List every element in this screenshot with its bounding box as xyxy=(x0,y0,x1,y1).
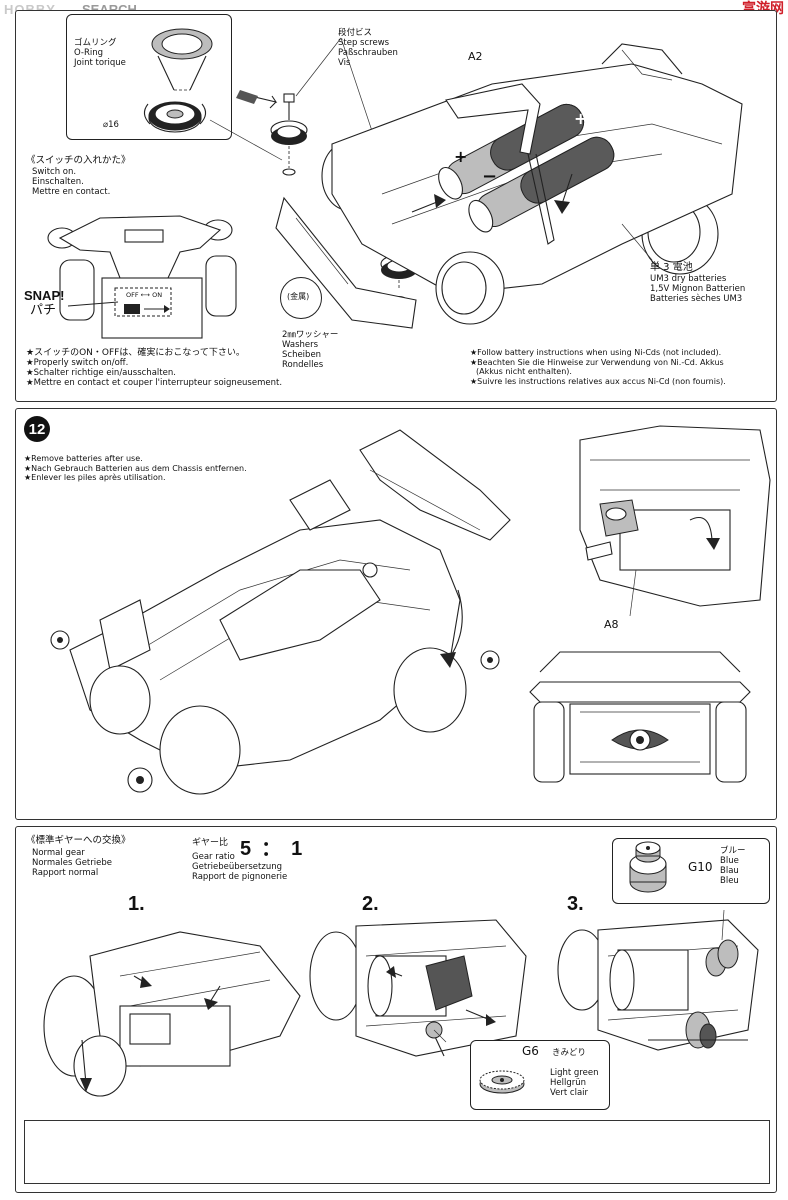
switch-note-fr: ★Mettre en contact et couper l'interrupt… xyxy=(26,378,283,388)
switch-note: ★スイッチのON・OFFは、確実におこなって下さい。 ★Properly swi… xyxy=(26,348,282,388)
battery-plus-2: + xyxy=(574,109,587,128)
battery-labels: 単 3 電池 UM3 dry batteries 1,5V Mignon Bat… xyxy=(650,262,745,304)
switch-note-ja: ★スイッチのON・OFFは、確実におこなって下さい。 xyxy=(26,348,245,358)
washers-de: Scheiben xyxy=(282,350,322,360)
step-screws-en: Step screws xyxy=(338,38,390,48)
gear-change-title-de: Normales Getriebe xyxy=(32,858,112,868)
switch-section: 《スイッチの入れかた》 Switch on. Einschalten. Mett… xyxy=(26,154,131,197)
gear-g10-code: G10 xyxy=(688,860,713,874)
switch-note-en: ★Properly switch on/off. xyxy=(26,358,129,368)
step-screws-labels: 段付ビス Step screws Paßschrauben Vis xyxy=(338,28,398,68)
gear-change-title-fr: Rapport normal xyxy=(32,868,99,878)
washers-fr: Rondelles xyxy=(282,360,324,370)
gear-step-3-illustration xyxy=(557,909,759,1051)
gear-g6-color-ja: きみどり xyxy=(552,1048,587,1058)
nicd-note-de2: (Akkus nicht enthalten). xyxy=(476,367,572,376)
switch-section-title: 《スイッチの入れかた》 xyxy=(26,155,131,166)
metal-washer-label: (金属) xyxy=(287,292,310,301)
a8-rear-detail-illustration xyxy=(579,425,771,617)
battery-1 xyxy=(438,103,585,200)
substep-2: 2. xyxy=(362,893,379,915)
gear-g6-colors: Light green Hellgrün Vert clair xyxy=(550,1068,598,1098)
nicd-note-en: ★Follow battery instructions when using … xyxy=(470,348,722,357)
nicd-note-fr: ★Suivre les instructions relatives aux a… xyxy=(470,376,726,386)
gear-g10-color-fr: Bleu xyxy=(720,876,739,886)
gear-g6-callout xyxy=(470,1040,610,1110)
car-body-removal-illustration xyxy=(50,429,511,795)
gear-g6-color-fr: Vert clair xyxy=(550,1088,589,1098)
snap-label: SNAP! xyxy=(24,288,65,303)
oring-illustration xyxy=(143,28,213,133)
gear-ratio-en: Gear ratio xyxy=(192,852,235,862)
step-number-badge: 12 xyxy=(24,416,50,442)
switch-note-de: ★Schalter richtige ein/ausschalten. xyxy=(26,368,176,378)
gear-g6-color-en: Light green xyxy=(550,1068,599,1078)
substep-1: 1. xyxy=(128,893,145,915)
step-screws-ja: 段付ビス xyxy=(338,28,373,38)
metal-washer-circle xyxy=(280,277,322,319)
washers-ja: 2㎜ワッシャー xyxy=(282,330,339,340)
substep-3: 3. xyxy=(567,893,584,915)
gear-ratio-label-ja: ギヤー比 xyxy=(192,838,229,848)
part-a2-label: A2 xyxy=(468,50,483,63)
gear-g6-icon xyxy=(479,1070,525,1094)
gear-cluster-bottom xyxy=(685,1011,717,1049)
gear-g10-color-en: Blue xyxy=(720,856,739,866)
battery-label-fr: Batteries sèches UM3 xyxy=(650,294,743,304)
remove-batteries-fr: ★Enlever les piles après utilisation. xyxy=(24,473,166,482)
oring-diameter: ⌀16 xyxy=(103,120,119,130)
step-screws-fr: Vis xyxy=(338,58,351,68)
step-screws-de: Paßschrauben xyxy=(338,48,398,58)
gear-ratio-de: Getriebeübersetzung xyxy=(192,862,282,872)
oring-label-en: O-Ring xyxy=(74,48,104,58)
gear-cluster-top xyxy=(705,939,739,977)
remove-batteries-notes: ★Remove batteries after use. ★Nach Gebra… xyxy=(24,454,247,483)
switch-underside-illustration xyxy=(47,215,237,339)
oring-label-fr: Joint torique xyxy=(74,58,126,68)
gear-g6-code: G6 xyxy=(522,1044,539,1058)
battery-plus-1: + xyxy=(454,147,467,166)
oring-label-ja: ゴムリング xyxy=(74,38,117,48)
snap-label-ja: パチ xyxy=(30,303,57,318)
gear-g10-color-de: Blau xyxy=(720,866,739,876)
oring-pointer-line xyxy=(209,119,283,161)
remove-batteries-de: ★Nach Gebrauch Batterien aus dem Chassis… xyxy=(24,463,247,473)
gear-ratio-value: 5：1 xyxy=(240,838,313,860)
gear-g10-colors: ブルー Blue Blau Bleu xyxy=(720,846,746,886)
washers-en: Washers xyxy=(282,340,319,350)
nicd-note-de: ★Beachten Sie die Hinweise zur Verwendun… xyxy=(470,357,724,367)
switch-line-en: Switch on. xyxy=(32,167,77,177)
oring-labels: ゴムリング O-Ring Joint torique xyxy=(74,38,126,68)
battery-label-de: 1,5V Mignon Batterien xyxy=(650,284,746,294)
gear-g10-color-ja: ブルー xyxy=(720,846,746,856)
chassis-with-batteries-illustration: + − + xyxy=(321,43,743,325)
washers-labels: 2㎜ワッシャー Washers Scheiben Rondelles xyxy=(282,330,338,370)
switch-off-label: OFF xyxy=(126,291,139,299)
switch-off-on-labels: OFF ⟷ ON xyxy=(126,291,163,299)
battery-minus-1: − xyxy=(482,166,497,187)
gear-step-2-illustration xyxy=(309,919,527,1057)
switch-line-fr: Mettre en contact. xyxy=(32,187,111,197)
gear-change-title-en: Normal gear xyxy=(32,848,85,858)
switch-line-de: Einschalten. xyxy=(32,177,84,187)
gear-change-title-ja: 《標準ギヤーへの交換》 xyxy=(26,835,131,846)
switch-on-label: ON xyxy=(152,291,163,299)
gear-ratio-fr: Rapport de pignonerie xyxy=(192,872,288,882)
snap-pointer xyxy=(67,301,119,307)
part-a8-label: A8 xyxy=(604,618,619,631)
nicd-note: ★Follow battery instructions when using … xyxy=(470,348,726,386)
battery-label-ja: 単 3 電池 xyxy=(650,262,693,273)
gear-ratio-lines: Gear ratio Getriebeübersetzung Rapport d… xyxy=(192,852,287,882)
gear-g6-color-de: Hellgrün xyxy=(550,1078,587,1088)
remove-batteries-en: ★Remove batteries after use. xyxy=(24,454,143,463)
gear-change-title: 《標準ギヤーへの交換》 Normal gear Normales Getrieb… xyxy=(26,834,131,878)
blank-note-box xyxy=(24,1120,770,1184)
battery-2 xyxy=(468,136,615,233)
gear-step-1-illustration xyxy=(43,931,301,1097)
battery-label-en: UM3 dry batteries xyxy=(650,274,727,284)
rear-view-illustration xyxy=(529,651,751,783)
gear-g10-icon xyxy=(629,841,667,893)
